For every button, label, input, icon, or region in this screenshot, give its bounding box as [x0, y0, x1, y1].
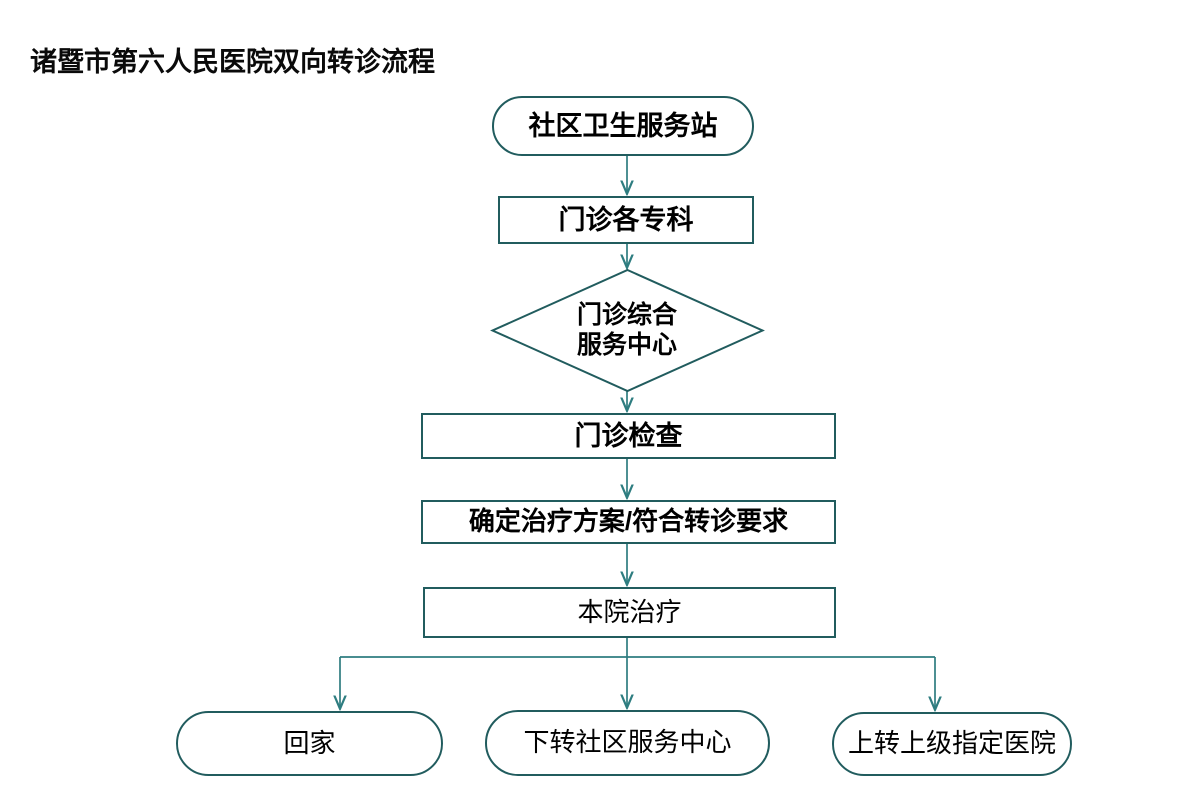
node-refer-up-hospital[interactable]: 上转上级指定医院: [832, 712, 1072, 776]
node-treatment-plan[interactable]: 确定治疗方案/符合转诊要求: [421, 500, 836, 544]
node-in-hospital-treatment[interactable]: 本院治疗: [423, 587, 836, 638]
node-refer-down-community-label: 下转社区服务中心: [523, 727, 732, 758]
node-outpatient-specialties[interactable]: 门诊各专科: [498, 196, 754, 244]
node-refer-up-hospital-label: 上转上级指定医院: [847, 728, 1056, 759]
node-community-station-label: 社区卫生服务站: [528, 110, 718, 141]
node-treatment-plan-label: 确定治疗方案/符合转诊要求: [468, 506, 789, 537]
node-community-station[interactable]: 社区卫生服务站: [492, 96, 754, 156]
node-refer-down-community[interactable]: 下转社区服务中心: [485, 710, 770, 776]
page-title: 诸暨市第六人民医院双向转诊流程: [30, 47, 435, 77]
node-outpatient-service-center-label: 门诊综合 服务中心: [576, 301, 677, 359]
connector-treatment-distribution: [340, 638, 935, 658]
node-outpatient-service-center-shape: [490, 268, 765, 393]
node-go-home-label: 回家: [283, 727, 336, 758]
node-go-home[interactable]: 回家: [176, 711, 443, 776]
node-outpatient-specialties-label: 门诊各专科: [558, 204, 694, 235]
node-in-hospital-treatment-label: 本院治疗: [577, 596, 682, 627]
node-outpatient-service-center[interactable]: 门诊综合 服务中心: [492, 270, 762, 391]
node-outpatient-exam-label: 门诊检查: [574, 420, 683, 451]
node-outpatient-exam[interactable]: 门诊检查: [421, 413, 836, 459]
